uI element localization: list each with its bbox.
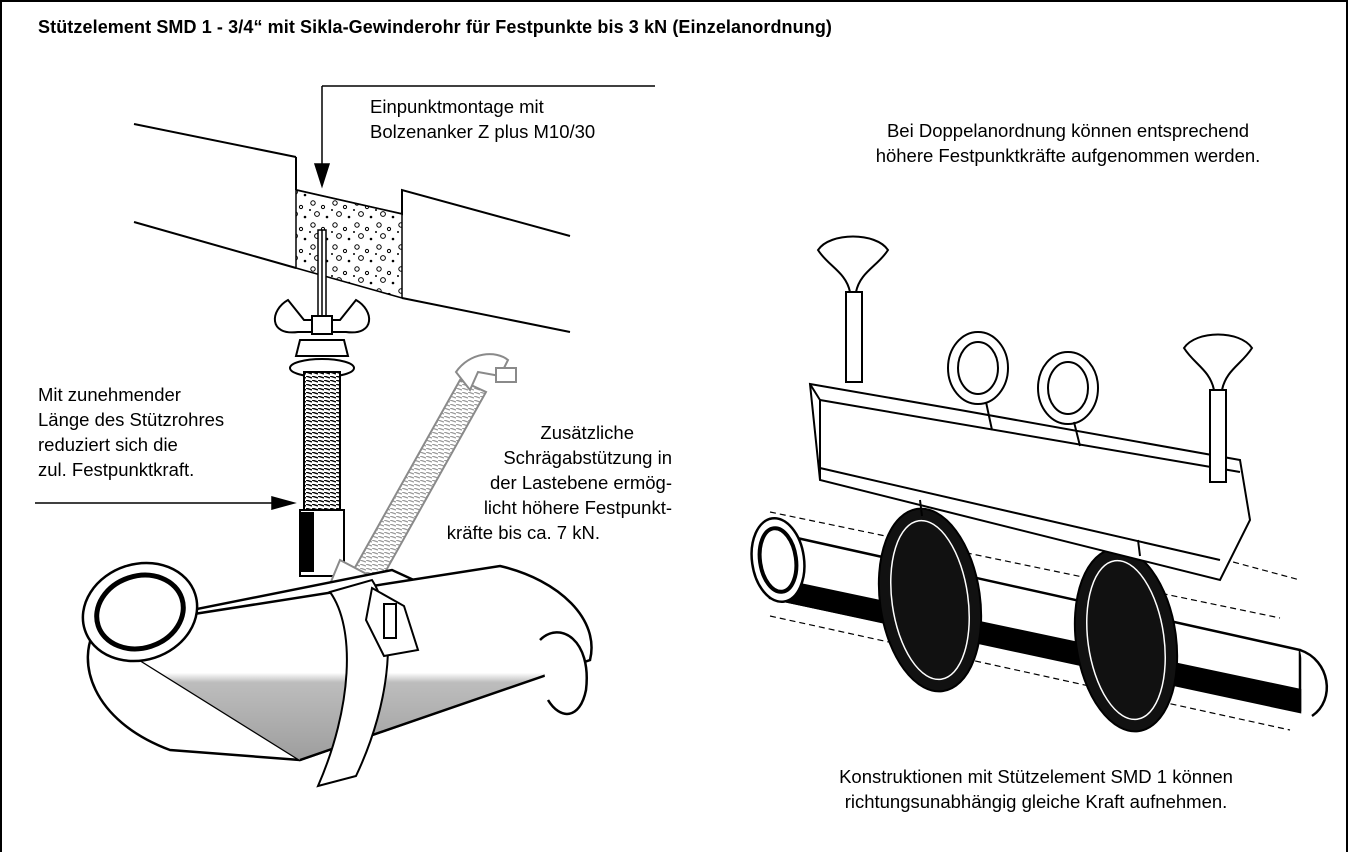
length-line-2: Länge des Stützrohres xyxy=(38,409,225,430)
support-posts-right xyxy=(816,235,1254,483)
pipe-right xyxy=(750,517,1328,718)
threaded-support-pipe xyxy=(299,371,345,577)
diagonal-line-1: Zusätzliche xyxy=(540,422,634,443)
anchor-annotation: Einpunktmontage mit Bolzenanker Z plus M… xyxy=(370,94,595,144)
length-line-4: zul. Festpunktkraft. xyxy=(38,459,195,480)
anchor-arrow xyxy=(313,85,655,189)
pipe-clamps-right xyxy=(877,507,1179,733)
anchor-line-1: Einpunktmontage mit xyxy=(370,96,544,117)
clamp-rods-right xyxy=(919,499,1141,557)
length-annotation: Mit zunehmender Länge des Stützrohres re… xyxy=(38,382,224,482)
double-line-2: höhere Festpunktkräfte aufgenommen werde… xyxy=(875,145,1261,166)
diagonal-line-4: licht höhere Festpunkt- xyxy=(483,497,672,518)
figure-title: Stützelement SMD 1 - 3/4“ mit Sikla-Gewi… xyxy=(38,17,833,37)
construction-line-2: richtungsunabhängig gleiche Kraft aufneh… xyxy=(844,791,1228,812)
anchor-line-2: Bolzenanker Z plus M10/30 xyxy=(370,121,596,142)
length-line-3: reduziert sich die xyxy=(38,434,178,455)
diagonal-annotation: Zusätzliche Schrägabstützung in der Last… xyxy=(430,420,672,545)
diagonal-bracing xyxy=(328,353,517,602)
length-line-1: Mit zunehmender xyxy=(38,384,181,405)
concrete-section xyxy=(295,189,403,299)
channel-rail xyxy=(808,382,1252,582)
construction-line-1: Konstruktionen mit Stützelement SMD 1 kö… xyxy=(839,766,1233,787)
double-annotation: Bei Doppelanordnung können entsprechend … xyxy=(808,118,1328,168)
bolt-anchor xyxy=(317,229,327,321)
diagonal-line-3: der Lastebene ermög- xyxy=(489,472,672,493)
diagonal-line-2: Schrägabstützung in xyxy=(503,447,672,468)
pipe-clamp xyxy=(316,578,420,788)
length-arrow xyxy=(35,496,297,510)
double-line-1: Bei Doppelanordnung können entsprechend xyxy=(886,120,1250,141)
top-clamps-right xyxy=(947,331,1099,447)
pipe-left xyxy=(81,561,593,762)
construction-annotation: Konstruktionen mit Stützelement SMD 1 kö… xyxy=(766,764,1306,814)
diagonal-line-5: kräfte bis ca. 7 kN. xyxy=(446,522,600,543)
